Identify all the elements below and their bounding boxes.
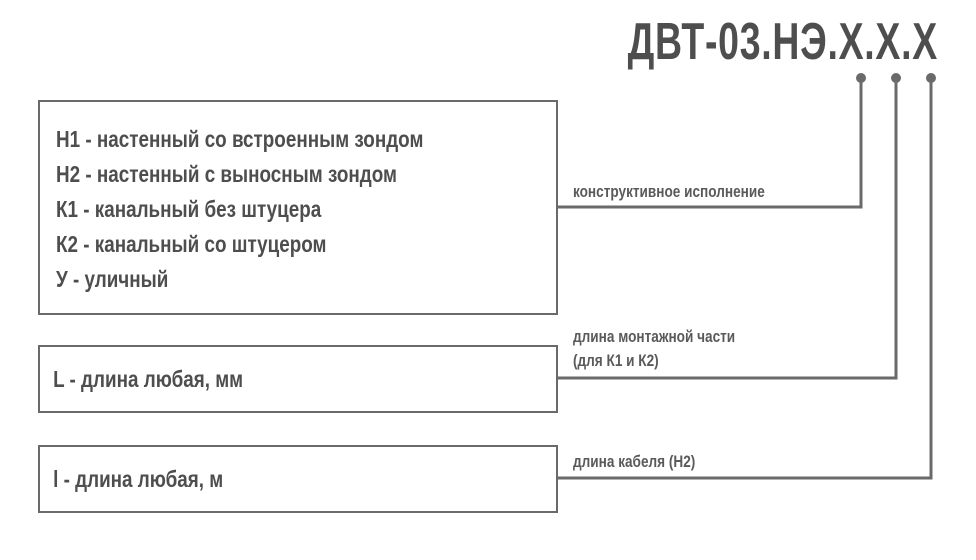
option-cable-length: l - длина любая, м — [53, 466, 224, 492]
option-u: У - уличный — [56, 266, 169, 292]
position-dot-3 — [926, 73, 936, 83]
label-mount-length-1: длина монтажной части — [573, 327, 736, 346]
connector-mount-length — [556, 78, 898, 380]
option-k2: К2 - канальный со штуцером — [56, 231, 327, 257]
construction-options-box: Н1 - настенный со встроенным зондом Н2 -… — [38, 100, 558, 315]
mount-length-box: L - длина любая, мм — [38, 345, 558, 413]
connector-cable-length — [556, 78, 933, 480]
cable-length-box: l - длина любая, м — [38, 445, 558, 513]
connector-construction — [556, 78, 863, 209]
label-cable-length: длина кабеля (Н2) — [573, 452, 696, 471]
option-h2: Н2 - настенный с выносным зондом — [56, 161, 397, 187]
option-k1: К1 - канальный без штуцера — [56, 196, 322, 222]
label-construction: конструктивное исполнение — [573, 182, 765, 201]
position-dot-2 — [891, 73, 901, 83]
model-code-title: ДВТ-03.НЭ.X.X.X — [627, 13, 938, 71]
label-mount-length-2: (для К1 и К2) — [573, 351, 659, 370]
option-mount-length: L - длина любая, мм — [53, 366, 244, 392]
option-h1: Н1 - настенный со встроенным зондом — [56, 126, 424, 152]
position-dot-1 — [856, 73, 866, 83]
